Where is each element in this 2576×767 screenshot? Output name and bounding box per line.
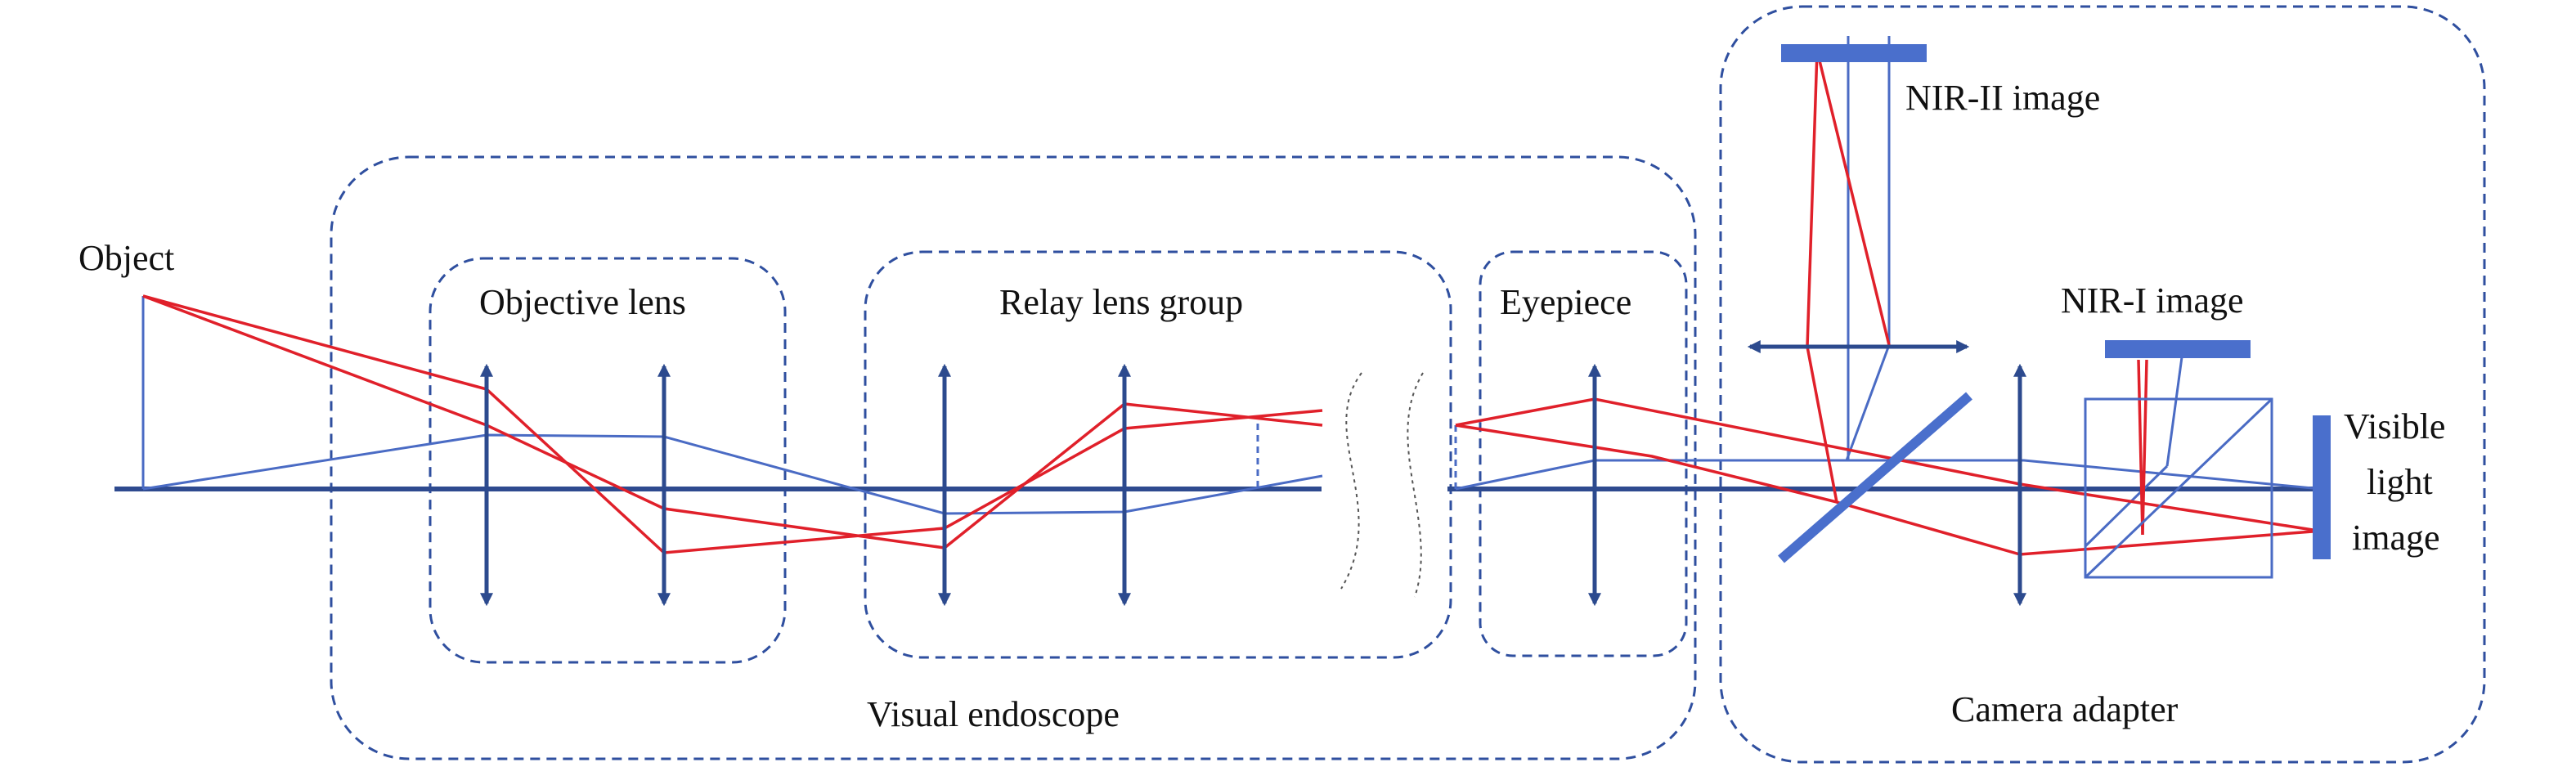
camera-adapter-label: Camera adapter (1951, 689, 2179, 729)
break-mark-right (1407, 372, 1424, 598)
visible-sensor (2313, 415, 2331, 559)
eyepiece-box (1479, 250, 1688, 657)
nir-ii-image-label: NIR-II image (1905, 78, 2100, 118)
nir-ii-sensor (1781, 44, 1927, 62)
visible-label-line2: light (2367, 462, 2433, 502)
object-label: Object (79, 238, 174, 278)
eyepiece-label: Eyepiece (1500, 282, 1631, 322)
blue-rays (142, 36, 2313, 548)
break-mark-left (1340, 372, 1362, 590)
objective-lens-label: Objective lens (479, 282, 686, 322)
relay-lens-group-label: Relay lens group (999, 282, 1243, 322)
objective-lens-box (429, 257, 787, 664)
relay-lens-group-box (864, 250, 1452, 659)
camera-adapter-box (1719, 5, 2486, 764)
visual-endoscope-box (330, 155, 1697, 760)
dichroic-mirror (1778, 392, 1972, 563)
visual-endoscope-label: Visual endoscope (867, 694, 1120, 734)
visible-label-line1: Visible (2344, 406, 2445, 446)
visible-label-line3: image (2352, 518, 2440, 558)
nir-i-sensor (2105, 340, 2251, 358)
beam-splitter-cube (2084, 397, 2273, 579)
nir-i-image-label: NIR-I image (2061, 280, 2244, 321)
